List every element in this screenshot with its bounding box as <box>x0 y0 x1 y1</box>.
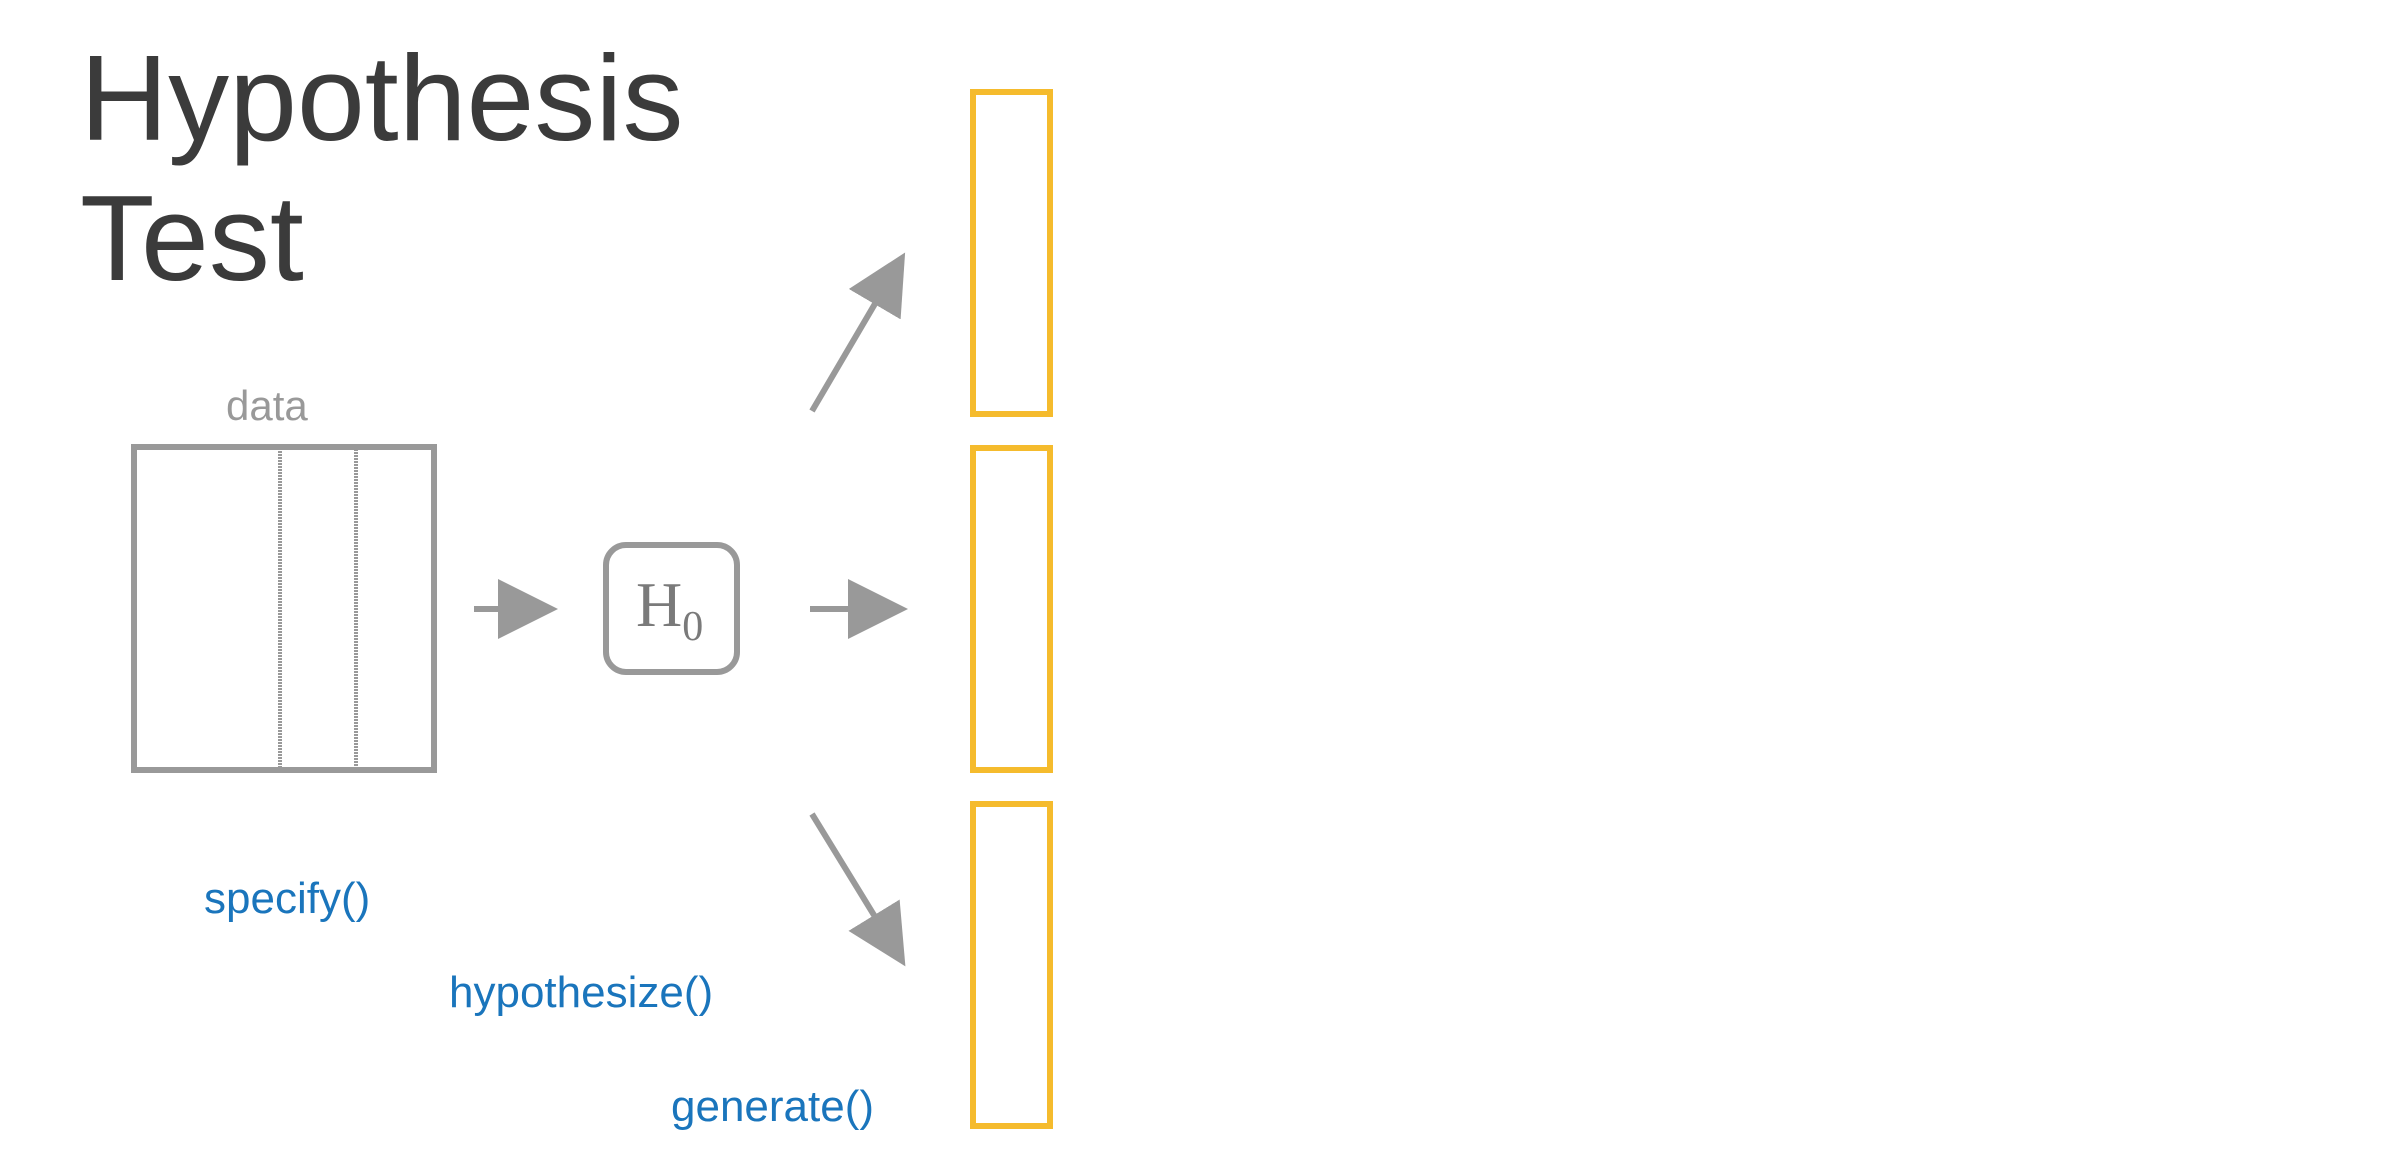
null-hypothesis-box: H0 <box>603 542 740 675</box>
specify-function-label: specify() <box>204 874 371 923</box>
null-hypothesis-outline <box>603 542 740 675</box>
generated-sample-top <box>970 89 1053 417</box>
null-hypothesis-letter: H <box>636 569 682 640</box>
title-line-2: Test <box>80 170 304 306</box>
title-line-1: Hypothesis <box>80 30 684 166</box>
null-hypothesis-subscript: 0 <box>682 604 703 650</box>
null-hypothesis-symbol: H0 <box>636 569 703 650</box>
data-table <box>131 444 437 773</box>
arrow-to-sample-bottom <box>809 812 906 967</box>
generated-sample-bottom <box>970 801 1053 1129</box>
arrow-to-sample-top <box>809 252 906 413</box>
data-table-highlighted-column <box>278 445 358 772</box>
page-title: Hypothesis Test <box>80 28 684 308</box>
generate-function-label: generate() <box>671 1082 875 1131</box>
generated-sample-middle <box>970 445 1053 773</box>
data-label: data <box>226 382 308 429</box>
data-table-outline <box>131 444 437 773</box>
hypothesize-function-label: hypothesize() <box>449 968 714 1017</box>
